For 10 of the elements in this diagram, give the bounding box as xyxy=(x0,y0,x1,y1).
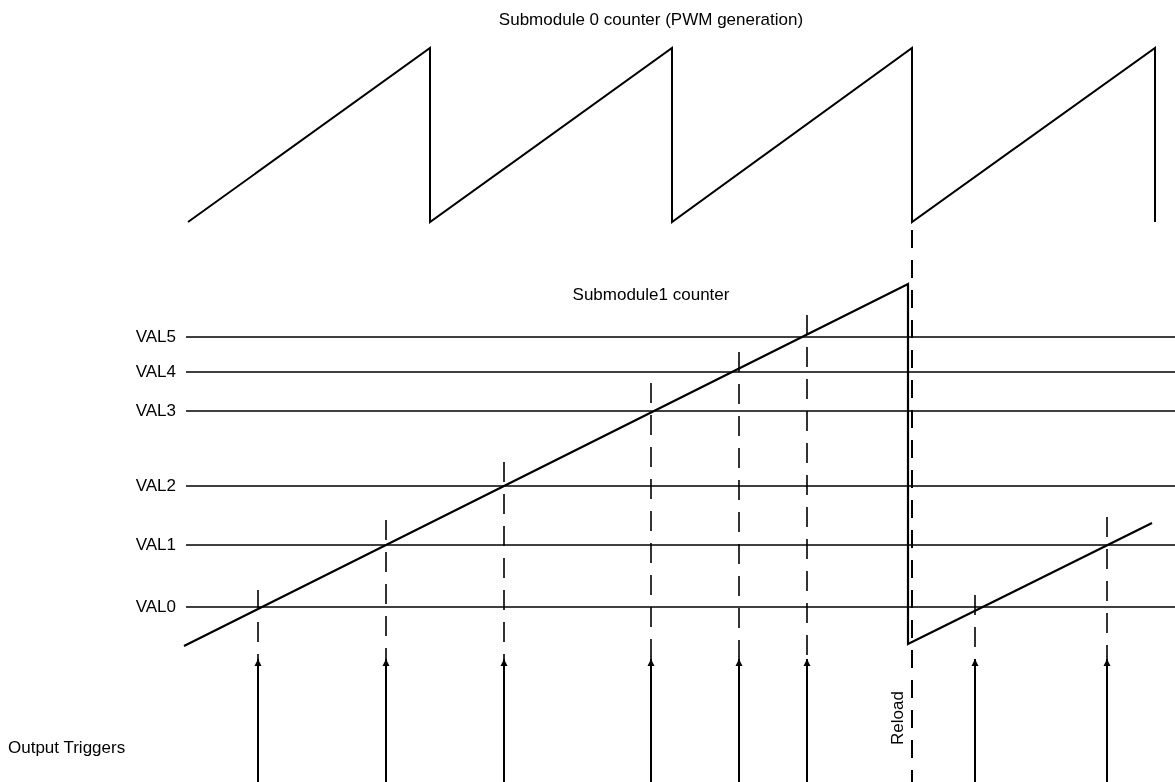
threshold-label: VAL2 xyxy=(135,476,176,496)
axis-label: Output Triggers xyxy=(8,738,126,758)
threshold-label: VAL3 xyxy=(135,401,176,421)
reload-label: Reload xyxy=(888,691,908,745)
threshold-label: VAL5 xyxy=(135,327,176,347)
threshold-label: VAL4 xyxy=(135,362,176,382)
threshold-label: VAL1 xyxy=(135,535,176,555)
chart-title: Submodule 0 counter (PWM generation) xyxy=(498,10,804,30)
chart-title: Submodule1 counter xyxy=(572,285,730,305)
threshold-label: VAL0 xyxy=(135,597,176,617)
